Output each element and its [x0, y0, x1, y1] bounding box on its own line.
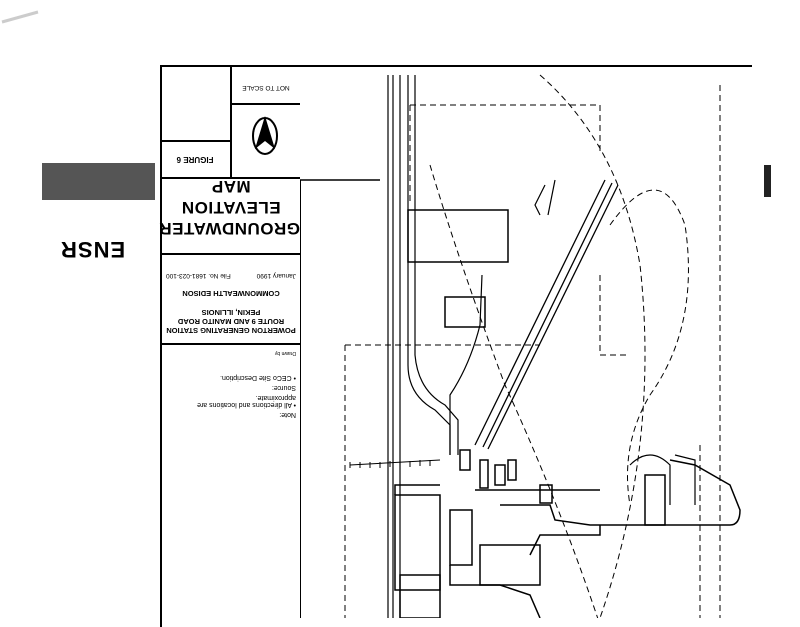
railroad [474, 179, 619, 450]
site-line-2: ROUTE 9 AND MANITO ROAD [177, 317, 285, 326]
date: January 1990 [256, 272, 296, 279]
fence-line [349, 459, 441, 468]
scan-edge-mark [764, 165, 771, 197]
notes-section: Note: • All directions and locations are… [162, 345, 300, 425]
file-number: File No. 1681-023-100 [166, 272, 231, 279]
site-line-3: PEKIN, ILLINOIS [201, 308, 261, 317]
source-1: • CECo Site Description. [220, 374, 296, 381]
scan-artifact [1, 10, 39, 24]
north-arrow-icon [252, 116, 278, 155]
source-heading: Source: [271, 384, 296, 391]
site-line-1: POWERTON GENERATING STATION [166, 326, 296, 335]
title-line-1: GROUNDWATER [158, 219, 300, 238]
map-frame [160, 65, 752, 627]
title-line-2: ELEVATION MAP [181, 177, 281, 217]
ensr-logo: ENSR [60, 237, 126, 262]
site-map [300, 74, 741, 618]
title-block: Note: • All directions and locations are… [158, 65, 300, 425]
buildings [394, 209, 741, 618]
client-name: COMMONWEALTH EDISON [182, 289, 280, 298]
dashed-boundaries [344, 74, 721, 618]
road-lines [387, 75, 483, 618]
north-arrow-box: NOT TO SCALE [230, 65, 300, 177]
note-1: • All directions and locations are appro… [197, 394, 296, 408]
notes-heading: Note: [279, 411, 296, 418]
figure-section: NOT TO SCALE FIGURE 6 [160, 65, 300, 179]
parking-lots [534, 179, 696, 505]
scale-note: NOT TO SCALE [232, 84, 300, 105]
address-section: POWERTON GENERATING STATION ROUTE 9 AND … [162, 255, 300, 345]
title-section: GROUNDWATER ELEVATION MAP [158, 177, 300, 255]
figure-number: FIGURE 6 [160, 140, 230, 177]
drawn-by: Drawn by [274, 350, 296, 356]
scan-gray-bar [42, 163, 155, 200]
